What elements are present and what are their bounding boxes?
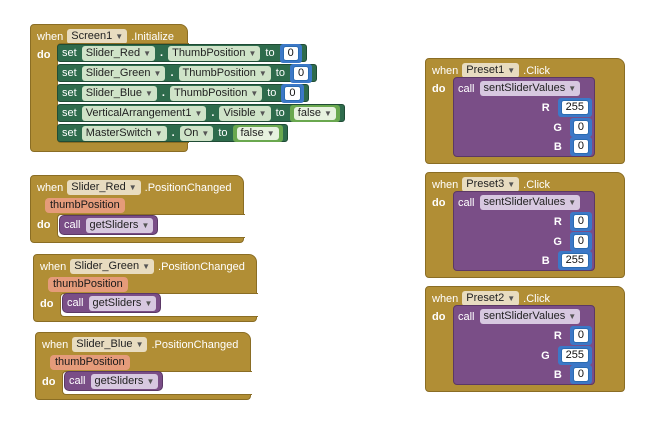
component-dropdown[interactable]: VerticalArrangement1▼ <box>81 105 207 121</box>
chevron-down-icon: ▼ <box>141 220 150 230</box>
call-sentslidervalues-block[interactable]: call sentSliderValues▼ R 0 G 0 B 255 <box>453 191 595 271</box>
call-getsliders-block[interactable]: call getSliders▼ <box>64 371 164 391</box>
chevron-down-icon: ▼ <box>143 48 152 58</box>
component-dropdown[interactable]: MasterSwitch▼ <box>81 125 167 141</box>
chevron-down-icon: ▼ <box>507 294 516 303</box>
procedure-dropdown[interactable]: sentSliderValues▼ <box>479 195 581 210</box>
property-dropdown[interactable]: ThumbPosition▼ <box>169 85 263 101</box>
number-block[interactable]: 0 <box>281 83 304 103</box>
component-dropdown[interactable]: Preset1▼ <box>462 63 520 78</box>
arg-g: G 255 <box>541 346 592 365</box>
event-name: .Initialize <box>131 30 174 43</box>
do-keyword: do <box>37 49 51 61</box>
number-value[interactable]: 0 <box>292 65 310 81</box>
when-keyword: when <box>37 30 64 43</box>
chevron-down-icon: ▼ <box>142 262 151 271</box>
chevron-down-icon: ▼ <box>153 68 162 78</box>
chevron-down-icon: ▼ <box>266 128 275 138</box>
arg-r: R 255 <box>542 98 592 117</box>
set-slider-green-thumbposition-block[interactable]: set Slider_Green▼ . ThumbPosition▼ to 0 <box>57 63 318 83</box>
number-value[interactable]: 0 <box>282 45 299 61</box>
chevron-down-icon: ▼ <box>144 88 153 98</box>
logic-block[interactable]: false▼ <box>232 124 283 142</box>
number-block[interactable]: 0 <box>569 118 592 137</box>
call-getsliders-block[interactable]: call getSliders▼ <box>62 293 162 313</box>
number-block[interactable]: 0 <box>569 326 592 345</box>
logic-dropdown[interactable]: false▼ <box>236 126 279 140</box>
component-dropdown[interactable]: Slider_Green▼ <box>81 65 166 81</box>
chevron-down-icon: ▼ <box>194 108 203 118</box>
chevron-down-icon: ▼ <box>144 298 153 308</box>
chevron-down-icon: ▼ <box>568 198 577 207</box>
chevron-down-icon: ▼ <box>154 128 163 138</box>
chevron-down-icon: ▼ <box>115 32 124 41</box>
param-thumbposition[interactable]: thumbPosition <box>50 355 130 370</box>
number-block[interactable]: 0 <box>289 63 313 83</box>
chevron-down-icon: ▼ <box>568 84 577 93</box>
chevron-down-icon: ▼ <box>258 108 267 118</box>
logic-block[interactable]: false▼ <box>289 104 340 122</box>
logic-dropdown[interactable]: false▼ <box>293 106 336 120</box>
component-dropdown[interactable]: Preset2▼ <box>462 291 520 306</box>
set-verticalarrangement-visible-block[interactable]: set VerticalArrangement1▼ . Visible▼ to … <box>57 104 345 122</box>
chevron-down-icon: ▼ <box>507 66 516 75</box>
property-dropdown[interactable]: ThumbPosition▼ <box>168 45 261 61</box>
property-dropdown[interactable]: On▼ <box>179 125 214 141</box>
param-thumbposition[interactable]: thumbPosition <box>45 198 125 213</box>
chevron-down-icon: ▼ <box>146 376 155 386</box>
procedure-dropdown[interactable]: getSliders▼ <box>88 295 157 311</box>
param-thumbposition[interactable]: thumbPosition <box>48 277 128 292</box>
component-dropdown[interactable]: Preset3▼ <box>462 177 520 192</box>
arg-g: G 0 <box>553 118 592 137</box>
procedure-dropdown[interactable]: sentSliderValues▼ <box>479 309 581 324</box>
property-dropdown[interactable]: Visible▼ <box>219 105 271 121</box>
set-slider-red-thumbposition-block[interactable]: set Slider_Red▼ . ThumbPosition▼ to 0 <box>57 43 307 63</box>
chevron-down-icon: ▼ <box>250 88 259 98</box>
number-block[interactable]: 0 <box>569 212 592 231</box>
component-dropdown[interactable]: Slider_Blue▼ <box>72 337 148 352</box>
set-slider-blue-thumbposition-block[interactable]: set Slider_Blue▼ . ThumbPosition▼ to 0 <box>57 83 309 103</box>
chevron-down-icon: ▼ <box>128 183 137 192</box>
number-block[interactable]: 0 <box>279 43 302 63</box>
chevron-down-icon: ▼ <box>201 128 210 138</box>
number-block[interactable]: 0 <box>569 365 592 384</box>
number-block[interactable]: 0 <box>569 137 592 156</box>
property-dropdown[interactable]: ThumbPosition▼ <box>178 65 271 81</box>
component-dropdown[interactable]: Slider_Red▼ <box>67 180 141 195</box>
set-masterswitch-on-block[interactable]: set MasterSwitch▼ . On▼ to false▼ <box>57 124 288 142</box>
component-dropdown[interactable]: Screen1▼ <box>67 29 128 44</box>
component-dropdown[interactable]: Slider_Red▼ <box>81 45 156 61</box>
number-block[interactable]: 255 <box>557 251 592 270</box>
chevron-down-icon: ▼ <box>324 108 332 118</box>
arg-b: B 0 <box>554 365 592 384</box>
component-dropdown[interactable]: Slider_Blue▼ <box>81 85 157 101</box>
chevron-down-icon: ▼ <box>248 48 257 58</box>
arg-b: B 0 <box>554 137 592 156</box>
chevron-down-icon: ▼ <box>507 180 516 189</box>
arg-r: R 0 <box>554 326 592 345</box>
number-value[interactable]: 0 <box>284 85 301 101</box>
number-block[interactable]: 0 <box>569 232 592 251</box>
call-sentslidervalues-block[interactable]: call sentSliderValues▼ R 0 G 255 B 0 <box>453 305 595 385</box>
arg-b: B 255 <box>542 251 592 270</box>
number-block[interactable]: 255 <box>557 98 592 117</box>
procedure-dropdown[interactable]: getSliders▼ <box>90 373 159 389</box>
call-sentslidervalues-block[interactable]: call sentSliderValues▼ R 255 G 0 B 0 <box>453 77 595 157</box>
chevron-down-icon: ▼ <box>258 68 267 78</box>
arg-r: R 0 <box>554 212 592 231</box>
chevron-down-icon: ▼ <box>568 312 577 321</box>
call-getsliders-block[interactable]: call getSliders▼ <box>59 215 159 235</box>
procedure-dropdown[interactable]: sentSliderValues▼ <box>479 81 581 96</box>
arg-g: G 0 <box>553 232 592 251</box>
chevron-down-icon: ▼ <box>135 340 144 349</box>
component-dropdown[interactable]: Slider_Green▼ <box>70 259 155 274</box>
procedure-dropdown[interactable]: getSliders▼ <box>85 217 154 233</box>
number-block[interactable]: 255 <box>557 346 592 365</box>
